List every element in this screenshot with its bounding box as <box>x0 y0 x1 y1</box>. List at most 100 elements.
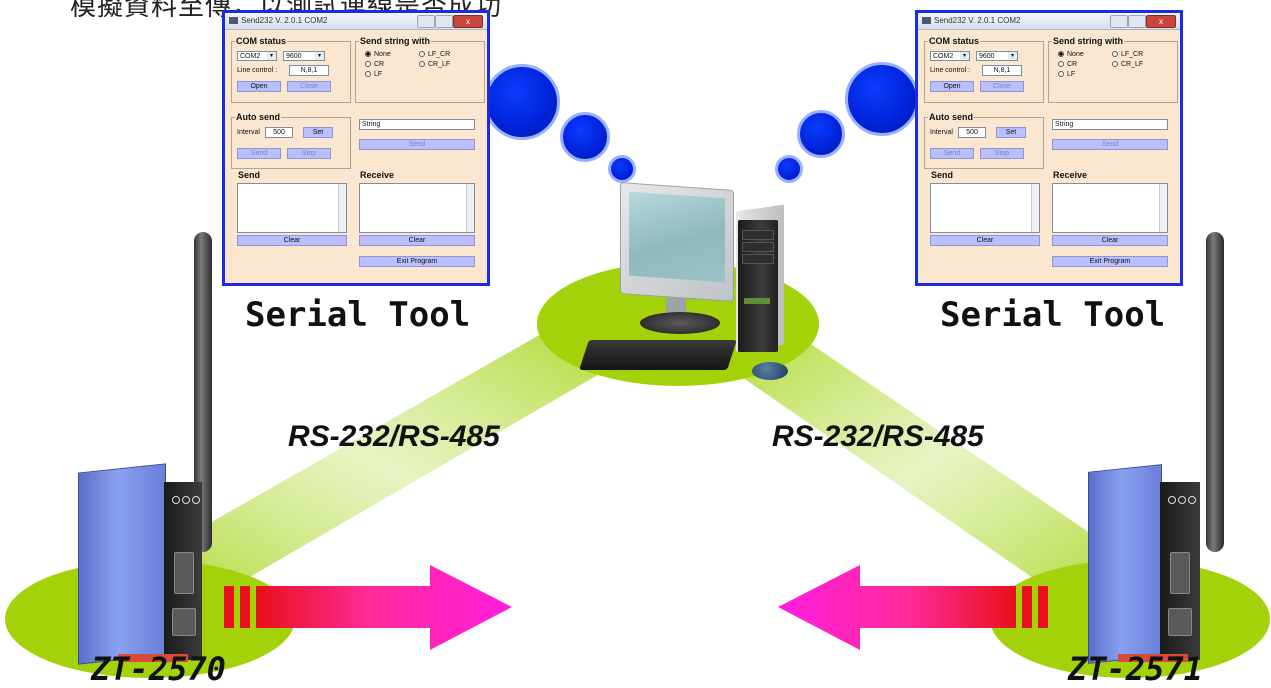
auto-send-button[interactable]: Send <box>930 148 974 159</box>
serial-tool-label-right: Serial Tool <box>940 295 1166 335</box>
device-zt-2570 <box>78 462 208 665</box>
clear-receive-button[interactable]: Clear <box>1052 235 1168 246</box>
open-button[interactable]: Open <box>930 81 974 92</box>
radio-none[interactable]: None <box>1058 51 1084 58</box>
baud-select[interactable]: 9600▾ <box>976 51 1018 61</box>
line-control-field[interactable]: N,8,1 <box>982 65 1022 76</box>
rj45-port <box>172 608 196 636</box>
line-control-label: Line control : <box>237 67 278 74</box>
arrow-left <box>778 565 1048 650</box>
terminal-block <box>1118 654 1188 662</box>
scrollbar[interactable] <box>338 184 346 232</box>
app-icon <box>229 17 238 24</box>
monitor-stand <box>666 298 686 316</box>
receive-title: Receive <box>359 170 396 180</box>
close-port-button[interactable]: Close <box>980 81 1024 92</box>
clear-send-button[interactable]: Clear <box>930 235 1040 246</box>
scrollbar[interactable] <box>1159 184 1167 232</box>
radio-cr-lf[interactable]: CR_LF <box>419 61 450 68</box>
exit-program-button[interactable]: Exit Program <box>1052 256 1168 267</box>
com-status-title: COM status <box>928 36 981 46</box>
com-status-title: COM status <box>235 36 288 46</box>
device-label-left: ZT-2570 <box>91 650 226 688</box>
pc-computer <box>579 180 800 380</box>
exit-program-button[interactable]: Exit Program <box>359 256 475 267</box>
auto-send-group <box>231 117 351 169</box>
window-title: Send232 V. 2.0.1 COM2 <box>241 16 328 25</box>
radio-lf[interactable]: LF <box>365 71 382 78</box>
auto-stop-button[interactable]: Stop <box>287 148 331 159</box>
receive-title: Receive <box>1052 170 1089 180</box>
clear-receive-button[interactable]: Clear <box>359 235 475 246</box>
interval-label: Interval <box>930 129 953 136</box>
chevron-down-icon: ▾ <box>1008 52 1017 60</box>
send232-window-left: Send232 V. 2.0.1 COM2 x COM status COM2▾… <box>222 10 490 286</box>
com-port-select[interactable]: COM2▾ <box>237 51 277 61</box>
link-label-left: RS-232/RS-485 <box>288 420 500 453</box>
device-front-panel <box>164 482 202 660</box>
send-area-title: Send <box>930 170 955 180</box>
radio-cr[interactable]: CR <box>365 61 384 68</box>
interval-field[interactable]: 500 <box>265 127 293 138</box>
chevron-down-icon: ▾ <box>960 52 969 60</box>
send-textarea[interactable] <box>930 183 1040 233</box>
bubble-left-small <box>608 155 636 183</box>
send-textarea[interactable] <box>237 183 347 233</box>
beam-right <box>720 330 1130 600</box>
minimize-button[interactable] <box>1128 15 1146 28</box>
bubble-right-large <box>845 62 919 136</box>
receive-textarea[interactable] <box>359 183 475 233</box>
auto-send-title: Auto send <box>235 112 281 122</box>
line-control-field[interactable]: N,8,1 <box>289 65 329 76</box>
radio-cr[interactable]: CR <box>1058 61 1077 68</box>
receive-textarea[interactable] <box>1052 183 1168 233</box>
close-icon[interactable]: x <box>453 15 483 28</box>
send-string-button[interactable]: Send <box>359 139 475 150</box>
send-string-button[interactable]: Send <box>1052 139 1168 150</box>
bubble-left-large <box>484 64 560 140</box>
rj45-port <box>1168 608 1192 636</box>
set-button[interactable]: Set <box>303 127 333 138</box>
string-input[interactable]: String <box>1052 119 1168 130</box>
minimize-button[interactable] <box>435 15 453 28</box>
com-status-group <box>231 41 351 103</box>
com-port-select[interactable]: COM2▾ <box>930 51 970 61</box>
line-control-label: Line control : <box>930 67 971 74</box>
scrollbar[interactable] <box>466 184 474 232</box>
device-housing <box>78 463 166 665</box>
send232-window-right: Send232 V. 2.0.1 COM2 x COM status COM2▾… <box>915 10 1183 286</box>
title-bar: Send232 V. 2.0.1 COM2 x <box>225 13 487 30</box>
interval-field[interactable]: 500 <box>958 127 986 138</box>
terminal-block <box>118 654 188 662</box>
link-label-right: RS-232/RS-485 <box>772 420 984 453</box>
radio-lf-cr[interactable]: LF_CR <box>1112 51 1143 58</box>
com-status-group <box>924 41 1044 103</box>
auto-send-button[interactable]: Send <box>237 148 281 159</box>
window-title: Send232 V. 2.0.1 COM2 <box>934 16 1021 25</box>
open-button[interactable]: Open <box>237 81 281 92</box>
radio-lf-cr[interactable]: LF_CR <box>419 51 450 58</box>
close-icon[interactable]: x <box>1146 15 1176 28</box>
app-icon <box>922 17 931 24</box>
title-bar: Send232 V. 2.0.1 COM2 x <box>918 13 1180 30</box>
antenna-left <box>194 232 212 552</box>
baud-select[interactable]: 9600▾ <box>283 51 325 61</box>
maximize-button[interactable] <box>1110 15 1128 28</box>
string-input[interactable]: String <box>359 119 475 130</box>
send-area-title: Send <box>237 170 262 180</box>
bubble-right-medium <box>797 110 845 158</box>
scrollbar[interactable] <box>1031 184 1039 232</box>
auto-stop-button[interactable]: Stop <box>980 148 1024 159</box>
maximize-button[interactable] <box>417 15 435 28</box>
interval-label: Interval <box>237 129 260 136</box>
clear-send-button[interactable]: Clear <box>237 235 347 246</box>
serial-tool-label-left: Serial Tool <box>245 295 471 335</box>
set-button[interactable]: Set <box>996 127 1026 138</box>
bubble-right-small <box>775 155 803 183</box>
close-port-button[interactable]: Close <box>287 81 331 92</box>
radio-none[interactable]: None <box>365 51 391 58</box>
radio-cr-lf[interactable]: CR_LF <box>1112 61 1143 68</box>
device-label-right: ZT-2571 <box>1068 650 1203 688</box>
radio-lf[interactable]: LF <box>1058 71 1075 78</box>
